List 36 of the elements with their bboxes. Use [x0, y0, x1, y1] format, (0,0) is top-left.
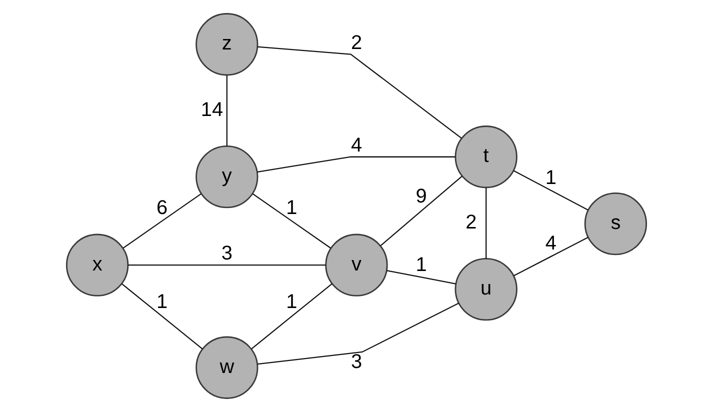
edge-label: 3 [350, 350, 362, 373]
edge-label: 1 [286, 197, 297, 220]
node-circle: u [454, 258, 517, 321]
node-circle: y [195, 145, 258, 208]
edge-label: 1 [544, 167, 556, 190]
edge-label: 4 [350, 134, 362, 156]
node-circle: x [65, 234, 128, 296]
connector [127, 264, 326, 266]
edge-label: 2 [350, 32, 362, 54]
edge-label: 2 [465, 211, 476, 234]
connector [513, 236, 588, 276]
node-circle: z [195, 13, 258, 76]
edge-label: 14 [200, 98, 223, 121]
edge-label: 4 [544, 232, 556, 255]
edge-label: 9 [415, 186, 426, 208]
connector [257, 302, 458, 365]
edge-label: 6 [156, 197, 168, 220]
connector [250, 283, 332, 350]
edge-label: 3 [220, 242, 232, 265]
connector [256, 156, 455, 172]
edge-label: 1 [286, 291, 297, 314]
connector [226, 75, 227, 146]
connector [122, 193, 201, 249]
node-circle: s [584, 192, 647, 256]
connector [252, 193, 331, 249]
connector [513, 170, 588, 210]
connector [380, 176, 462, 246]
connector [386, 270, 456, 284]
connector [121, 283, 202, 350]
connector [257, 46, 462, 138]
node-circle: t [454, 126, 517, 188]
node-circle: v [324, 234, 388, 296]
edge-label: 1 [156, 291, 168, 314]
edge-label: 1 [415, 254, 426, 276]
node-circle: w [195, 336, 258, 399]
connector [485, 188, 486, 259]
